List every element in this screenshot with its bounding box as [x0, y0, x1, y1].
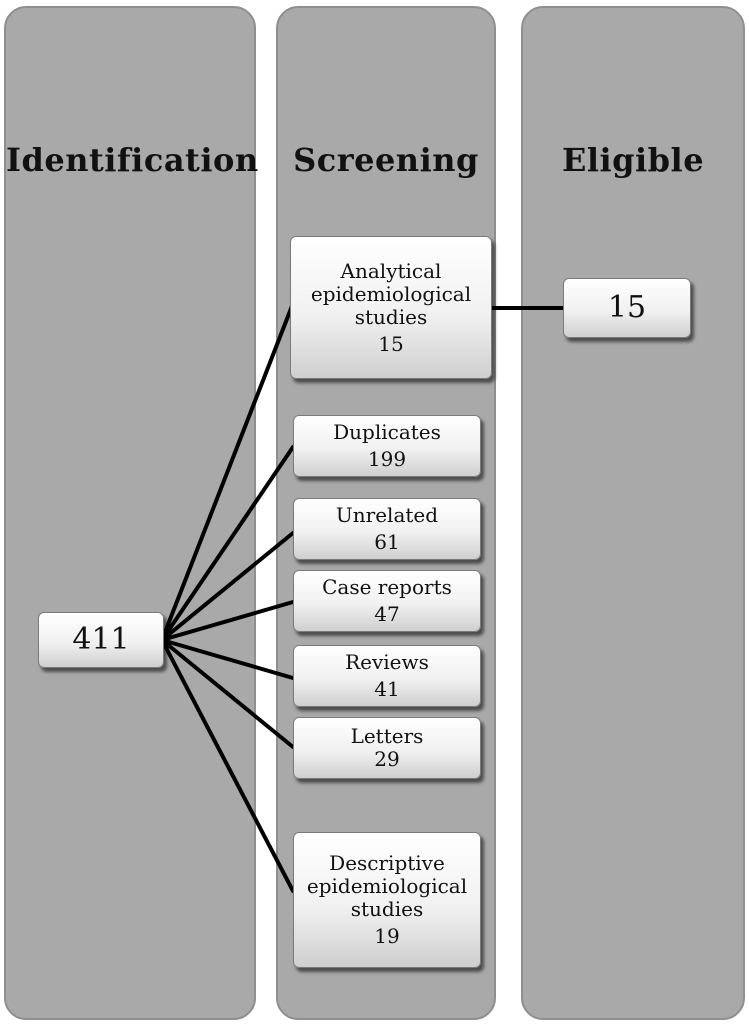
descriptive-label-line-1: Descriptive: [329, 851, 445, 875]
descriptive-label-line-3: studies: [350, 897, 424, 921]
eligible-count: 15: [607, 289, 647, 325]
duplicates-count: 199: [367, 447, 407, 471]
analytical-label-line-1: Analytical: [340, 258, 442, 283]
analytical-count: 15: [378, 331, 404, 356]
analytical-studies-box: Analytical epidemiological studies 15: [290, 236, 492, 379]
connector-letters: [160, 638, 295, 749]
connector-reviews: [160, 638, 295, 680]
case-reports-label: Case reports: [322, 575, 452, 599]
unrelated-count: 61: [374, 530, 400, 554]
letters-box: Letters 29: [293, 717, 481, 779]
reviews-count: 41: [374, 677, 400, 701]
unrelated-label: Unrelated: [335, 503, 439, 527]
connector-case-reports: [160, 600, 295, 642]
eligible-box: 15: [563, 278, 691, 338]
case-reports-box: Case reports 47: [293, 570, 481, 632]
eligible-title: Eligible: [561, 141, 705, 179]
identification-title: Identification: [6, 141, 259, 179]
screening-title: Screening: [293, 141, 479, 179]
case-reports-count: 47: [374, 602, 400, 626]
connector-descriptive: [160, 638, 295, 893]
connector-unrelated: [160, 531, 295, 642]
analytical-label-line-2: epidemiological: [310, 281, 472, 306]
reviews-label: Reviews: [345, 650, 429, 674]
descriptive-label-line-2: epidemiological: [306, 874, 468, 898]
duplicates-box: Duplicates 199: [293, 415, 481, 477]
letters-count: 29: [374, 747, 400, 771]
descriptive-count: 19: [374, 924, 400, 948]
descriptive-studies-box: Descriptive epidemiological studies 19: [293, 832, 481, 968]
analytical-label-line-3: studies: [354, 304, 428, 329]
identification-box: 411: [38, 612, 164, 668]
connector-duplicates: [160, 445, 295, 642]
letters-label: Letters: [350, 724, 424, 748]
eligible-column: Eligible: [521, 6, 745, 1020]
reviews-box: Reviews 41: [293, 645, 481, 707]
identification-column: Identification: [4, 6, 259, 1020]
connector-analytical: [160, 304, 294, 642]
unrelated-box: Unrelated 61: [293, 498, 481, 560]
identification-count: 411: [72, 621, 130, 657]
duplicates-label: Duplicates: [333, 420, 441, 444]
